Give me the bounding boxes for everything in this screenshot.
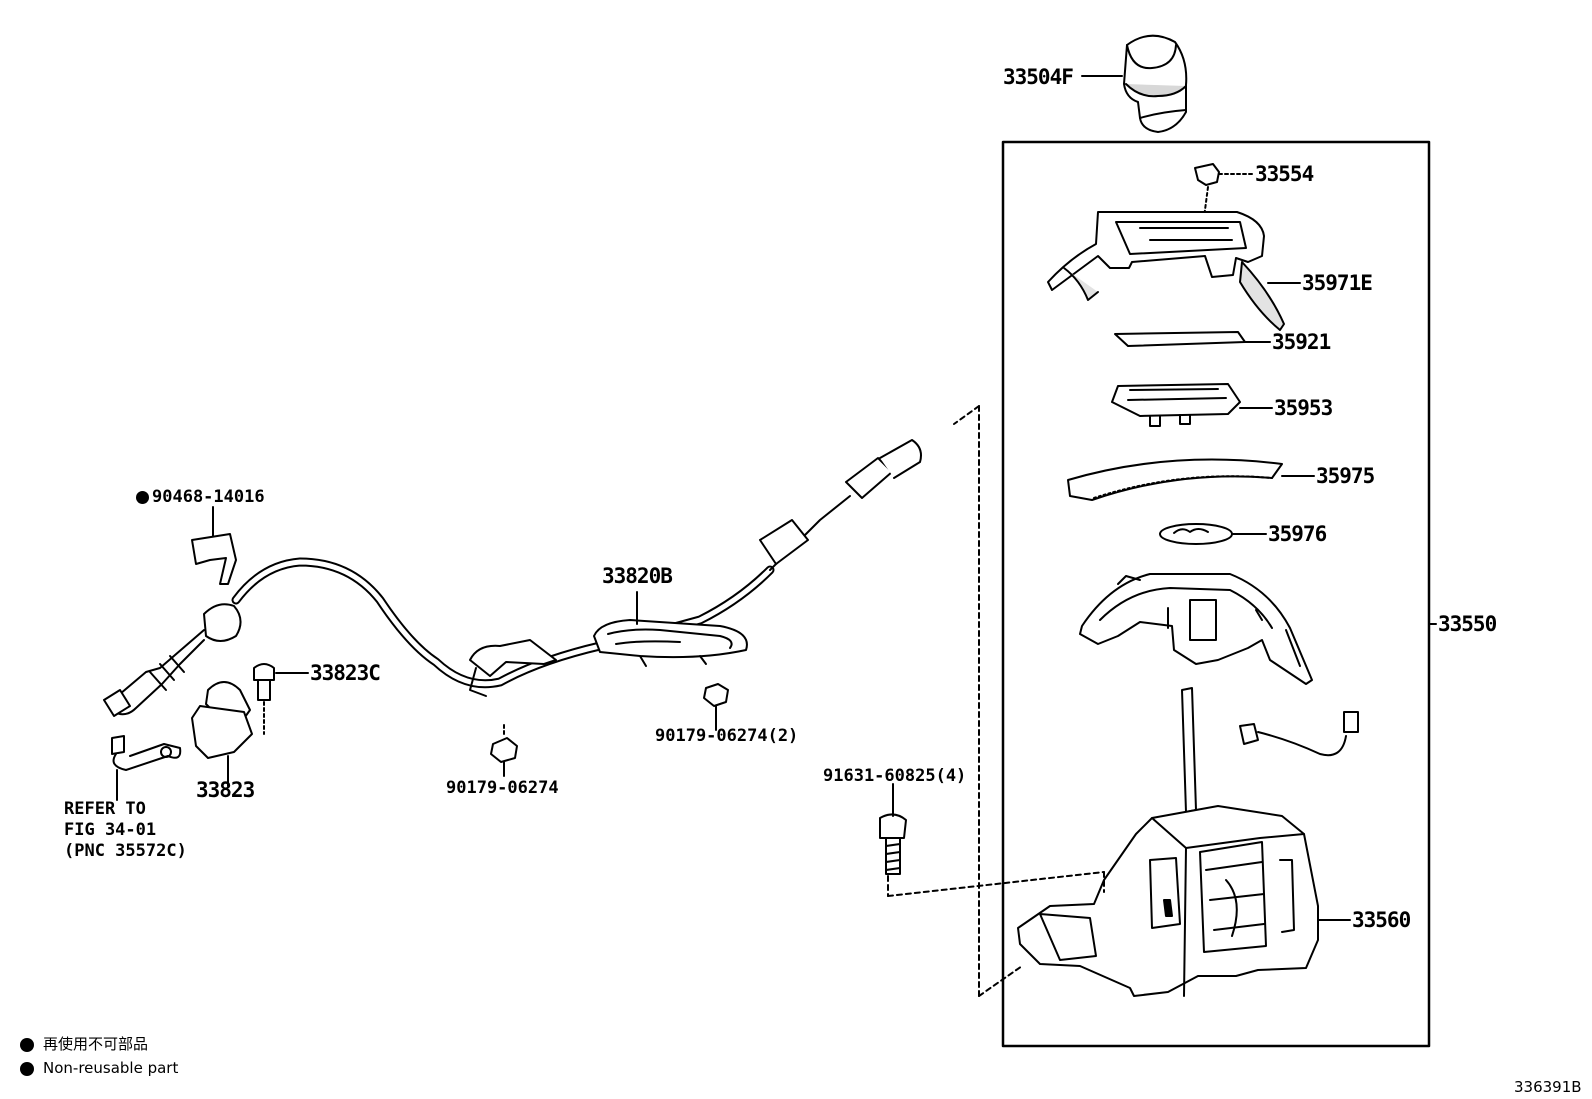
bullet-icon: [20, 1037, 34, 1052]
indicator-housing-illustration: [1047, 211, 1285, 331]
label-90179-06274: 90179-06274: [446, 778, 559, 798]
nut-90179-illustration: [490, 737, 518, 763]
label-35921: 35921: [1272, 330, 1331, 354]
label-91631-60825-4: 91631-60825(4): [823, 766, 967, 786]
shifter-base-illustration: [1017, 687, 1319, 997]
label-33554: 33554: [1255, 162, 1314, 186]
bracket-35953-illustration: [1111, 383, 1241, 427]
nut-90179-2-illustration: [703, 683, 729, 707]
label-90468-14016: 90468-14016: [136, 489, 265, 506]
strip-35975-illustration: [1067, 458, 1283, 501]
assembly-frame: [1001, 140, 1431, 1048]
refer-note-line1: REFER TO: [64, 799, 146, 819]
label-90179-06274-2: 90179-06274(2): [655, 726, 799, 746]
lever-illustration: [111, 735, 182, 771]
clip-33554-illustration: [1194, 163, 1220, 186]
bracket-33820B-illustration: [593, 619, 748, 667]
label-35953: 35953: [1274, 396, 1333, 420]
refer-note-line2: FIG 34-01: [64, 820, 157, 840]
bolt-33823C-illustration: [253, 663, 275, 701]
legend-english-text: Non-reusable part: [43, 1059, 179, 1077]
refer-note: REFER TO FIG 34-01 (PNC 35572C): [64, 799, 187, 862]
legend-japanese-text: 再使用不可部品: [43, 1035, 149, 1053]
harness-illustration: [1239, 711, 1359, 757]
bracket-33823-illustration: [191, 681, 253, 759]
label-33823: 33823: [196, 778, 255, 802]
cable-illustration: [103, 439, 922, 717]
emblem-35976-illustration: [1159, 523, 1233, 545]
label-35975: 35975: [1316, 464, 1375, 488]
shift-knob-illustration: [1123, 34, 1188, 133]
bullet-icon: [20, 1061, 34, 1076]
cable-bracket-illustration: [469, 639, 557, 697]
legend-english: Non-reusable part: [20, 1061, 178, 1076]
label-33504F: 33504F: [1003, 65, 1074, 89]
label-35971E: 35971E: [1302, 271, 1373, 295]
label-33823C: 33823C: [310, 661, 381, 685]
label-33820B: 33820B: [602, 564, 673, 588]
bolt-91631-illustration: [879, 813, 907, 875]
plate-35921-illustration: [1114, 331, 1246, 347]
label-33560: 33560: [1352, 908, 1411, 932]
refer-note-line3: (PNC 35572C): [64, 841, 187, 861]
cover-illustration: [1079, 573, 1313, 685]
label-35976: 35976: [1268, 522, 1327, 546]
label-33550: 33550: [1438, 612, 1497, 636]
figure-id: 336391B: [1514, 1078, 1582, 1096]
legend-japanese: 再使用不可部品: [20, 1037, 148, 1052]
clip-90468-illustration: [191, 533, 237, 585]
non-reusable-marker-icon: [136, 491, 149, 504]
